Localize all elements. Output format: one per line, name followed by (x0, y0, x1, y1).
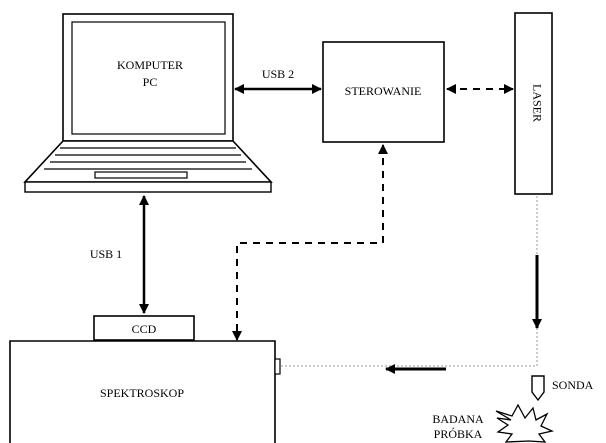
spectroscope-input-slit (274, 358, 281, 375)
computer-label-line2: PC (143, 75, 158, 89)
sample-label-line2: PRÓBKA (434, 427, 483, 441)
usb2-label: USB 2 (262, 67, 294, 81)
ccd-label: CCD (132, 322, 157, 336)
probe-icon (531, 375, 545, 402)
computer-label-line1: KOMPUTER (117, 58, 183, 72)
control-unit-box (322, 41, 445, 143)
spectroscope-label: SPEKTROSKOP (100, 386, 184, 400)
probe-label: SONDA (552, 378, 594, 392)
laptop-computer: KOMPUTER PC (23, 13, 273, 193)
spectroscope-box (9, 340, 276, 443)
laser-beam-path (280, 196, 538, 367)
laptop-base-edge (24, 181, 272, 193)
laptop-keys (44, 147, 252, 179)
laser-box (514, 12, 553, 195)
sample-label-line1: BADANA (432, 412, 484, 426)
laptop-screen (71, 21, 226, 135)
control-spectroscope-dashed-arrow (232, 144, 388, 341)
usb1-label: USB 1 (90, 247, 122, 261)
laser-label: LASER (531, 84, 545, 122)
sample-starburst-icon (495, 403, 555, 443)
ccd-box (93, 315, 195, 341)
control-unit-label: STEROWANIE (345, 84, 422, 98)
